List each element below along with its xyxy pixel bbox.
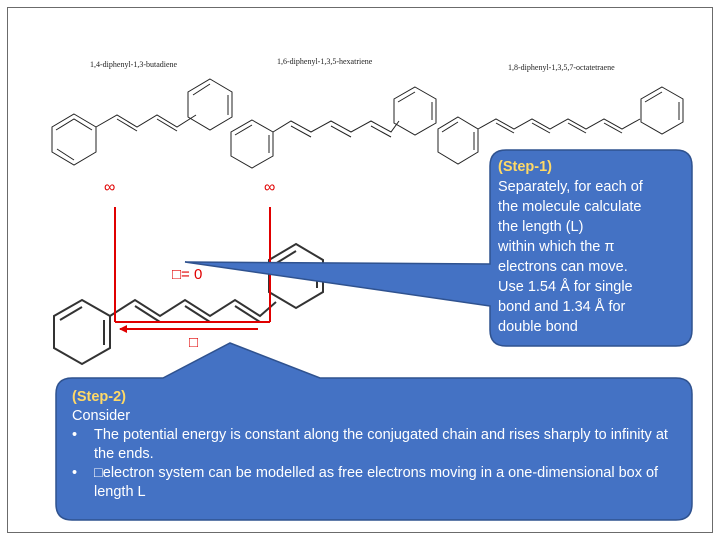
molecule-label-butadiene: 1,4-diphenyl-1,3-butadiene <box>90 60 178 69</box>
molecule-label-octatetraene: 1,8-diphenyl-1,3,5,7-octatetraene <box>508 63 615 72</box>
step1-line: Separately, for each of <box>498 179 643 195</box>
step2-title: (Step-2) <box>72 389 126 405</box>
box-length-label: □ <box>189 334 199 351</box>
step1-line: Use 1.54 Å for single <box>498 279 633 295</box>
step1-callout <box>184 149 693 347</box>
step2-bullet-text: □electron system can be modelled as free… <box>94 465 659 500</box>
step2-intro: Consider <box>72 408 131 424</box>
step1-line: within which the π <box>498 239 615 255</box>
infinity-left-label: ∞ <box>104 179 116 196</box>
step2-bullet-text: The potential energy is constant along t… <box>94 427 668 462</box>
step2-callout <box>55 342 693 521</box>
step1-line: the length (L) <box>498 219 584 235</box>
molecule-label-hexatriene: 1,6-diphenyl-1,3,5-hexatriene <box>277 57 373 66</box>
infinity-right-label: ∞ <box>264 179 276 196</box>
step1-line: the molecule calculate <box>498 199 642 215</box>
bullet-icon: • <box>72 465 78 481</box>
step1-title: (Step-1) <box>498 159 552 175</box>
step1-line: electrons can move. <box>498 259 628 275</box>
step1-text: (Step-1) Separately, for each of the mol… <box>498 157 688 337</box>
step2-bullet: • □electron system can be modelled as fr… <box>72 464 687 502</box>
step1-line: bond and 1.34 Å for <box>498 299 626 315</box>
bullet-icon: • <box>72 427 78 443</box>
molecule-diphenyloctatetraene <box>437 86 684 165</box>
potential-zero-label: □= 0 <box>172 266 203 283</box>
slide-frame <box>7 7 713 533</box>
step2-text: (Step-2) Consider • The potential energy… <box>72 388 687 502</box>
molecule-diphenylbutadiene <box>51 78 233 166</box>
step1-line: double bond <box>498 319 578 335</box>
molecule-diphenylhexatriene <box>230 86 437 169</box>
step2-bullet: • The potential energy is constant along… <box>72 426 687 464</box>
